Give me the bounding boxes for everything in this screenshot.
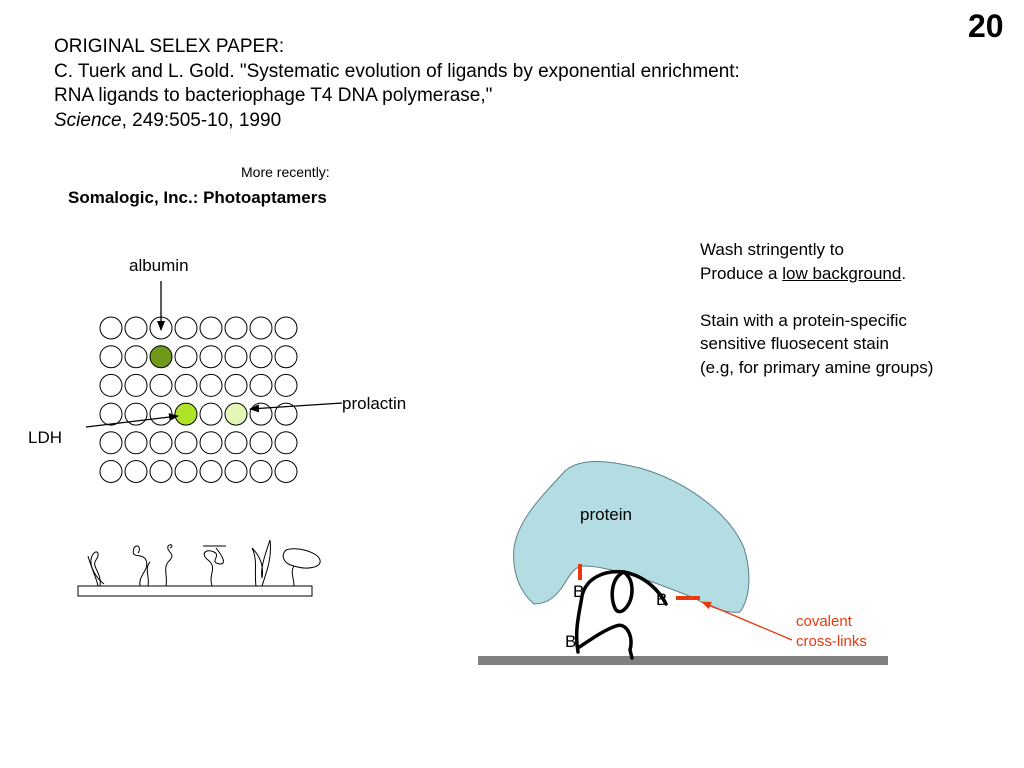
protein-label: protein [580, 505, 632, 524]
aptamer-surface-illustration [77, 539, 321, 597]
instruction-line-1: Wash stringently to [700, 240, 844, 259]
biotin-label-3: B [565, 632, 577, 651]
ldh-spot [174, 402, 198, 426]
array-spot [124, 373, 148, 397]
array-spot [99, 316, 123, 340]
reference-citation: Science, 249:505-10, 1990 [54, 109, 740, 134]
ldh-arrow [85, 413, 179, 428]
reference-block: ORIGINAL SELEX PAPER: C. Tuerk and L. Go… [54, 35, 740, 133]
array-spot [149, 402, 173, 426]
aptamer-array-grid [99, 316, 298, 483]
array-spot [149, 460, 173, 483]
array-spot [124, 316, 148, 340]
company-heading: Somalogic, Inc.: Photoaptamers [68, 188, 327, 207]
bound-aptamer [574, 569, 668, 660]
aptamer-strand-2 [132, 545, 148, 587]
biotin-label-2: B [656, 590, 668, 609]
instruction-line-5: (e.g, for primary amine groups) [700, 357, 934, 377]
array-spot [249, 373, 273, 397]
array-spot [249, 345, 273, 369]
array-spot [274, 316, 298, 340]
aptamer-strand-1b [87, 555, 105, 585]
array-spot [174, 345, 198, 369]
array-spot [199, 316, 223, 340]
array-spot [124, 402, 148, 426]
prolactin-label: prolactin [342, 394, 407, 413]
array-spot [174, 460, 198, 483]
array-spot [224, 460, 248, 483]
crosslink-label-line-2: cross-links [796, 633, 867, 650]
aptamer-strand-2b [146, 561, 151, 587]
array-spot [124, 345, 148, 369]
array-spot [99, 402, 123, 426]
more-recently-label: More recently: [241, 164, 330, 180]
prolactin-arrow [249, 402, 343, 413]
reference-heading: ORIGINAL SELEX PAPER: [54, 36, 285, 57]
array-spot [224, 316, 248, 340]
protein-binding-illustration [478, 461, 888, 665]
array-spot [124, 431, 148, 455]
albumin-spot [149, 345, 173, 369]
crosslink-label: covalent cross-links [796, 612, 867, 652]
prolactin-spot [224, 402, 248, 426]
array-spot [199, 402, 223, 426]
array-spot [99, 345, 123, 369]
array-spot [249, 402, 273, 426]
array-spot [199, 373, 223, 397]
chip-substrate [77, 585, 313, 597]
array-spot [199, 431, 223, 455]
array-spot [249, 431, 273, 455]
array-spot [149, 373, 173, 397]
array-spot [174, 316, 198, 340]
array-spot [199, 460, 223, 483]
array-spot [274, 373, 298, 397]
citation-details: , 249:505-10, 1990 [121, 109, 282, 131]
array-spot [99, 373, 123, 397]
reference-title-cont: RNA ligands to bacteriophage T4 DNA poly… [54, 85, 493, 106]
biotin-label-1: B [573, 582, 585, 601]
array-spot [274, 402, 298, 426]
instruction-line-4: sensitive fluosecent stain [700, 334, 889, 353]
array-spot [99, 460, 123, 483]
slide-number: 20 [968, 8, 1004, 44]
array-spot [124, 460, 148, 483]
instruction-line-3: Stain with a protein-specific [700, 310, 907, 330]
array-spot [224, 431, 248, 455]
crosslink-arrow [701, 601, 793, 641]
aptamer-strand-5 [251, 539, 271, 587]
array-spot [199, 345, 223, 369]
crosslink-label-line-1: covalent [796, 613, 852, 630]
low-background-text: low background [782, 263, 902, 283]
array-spot [274, 460, 298, 483]
instruction-line-2-pre: Produce a [700, 263, 783, 283]
instruction-line-2: Produce a low background. [700, 262, 933, 286]
array-spot [224, 345, 248, 369]
binding-surface [478, 656, 888, 665]
ldh-label: LDH [28, 428, 63, 447]
array-spot [174, 431, 198, 455]
aptamer-strand-4 [203, 547, 224, 587]
array-spot [174, 373, 198, 397]
aptamer-strand-6 [282, 548, 321, 587]
array-spot [274, 431, 298, 455]
albumin-label: albumin [129, 256, 189, 275]
journal-name: Science [54, 109, 122, 131]
reference-authors-title: C. Tuerk and L. Gold. "Systematic evolut… [54, 60, 740, 82]
aptamer-strand-3 [165, 544, 173, 587]
array-spot [224, 373, 248, 397]
instructions-text: Wash stringently to Produce a low backgr… [700, 238, 933, 379]
array-spot [249, 460, 273, 483]
array-spot [249, 316, 273, 340]
instruction-line-2-post: . [901, 263, 907, 283]
array-spot [99, 431, 123, 455]
array-spot [274, 345, 298, 369]
array-spot [149, 431, 173, 455]
